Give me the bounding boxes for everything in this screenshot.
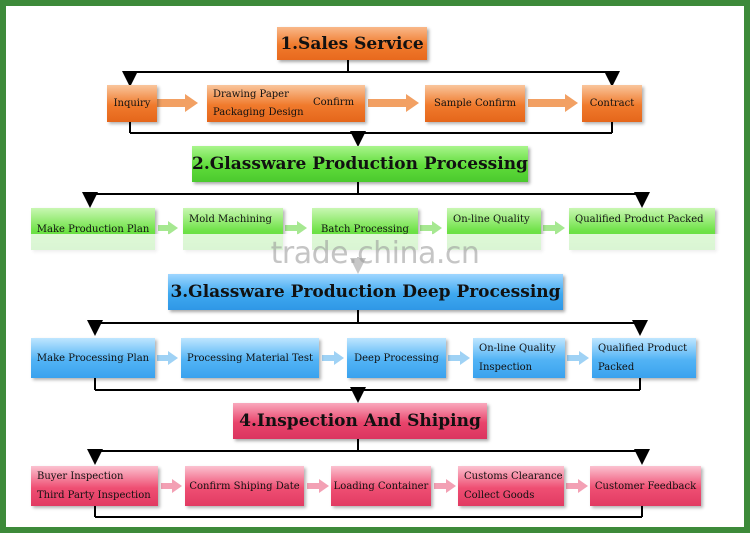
step-deep-processing: Deep Processing [347, 338, 446, 378]
step-label: Confirm Shiping Date [189, 480, 300, 492]
step-label: Qualified Product Packed [575, 214, 704, 225]
step-label: Third Party Inspection [37, 490, 151, 501]
step-sample-confirm: Sample Confirm [425, 85, 525, 122]
step-contract: Contract [582, 85, 642, 122]
flow-arrow [448, 351, 470, 365]
flow-arrow [434, 479, 456, 493]
step-label: On-line Quality [479, 343, 556, 354]
flow-arrow [161, 479, 182, 493]
flow-arrow [368, 94, 419, 112]
flow-arrow [322, 351, 344, 365]
step-label: Mold Machining [189, 214, 272, 225]
step-label: Contract [589, 98, 635, 109]
flow-arrow [543, 221, 565, 235]
section-2-title: 2.Glassware Production Processing [192, 146, 528, 182]
section-4-title: 4.Inspection And Shiping [233, 403, 487, 439]
flow-arrow [566, 479, 588, 493]
flow-arrow [157, 351, 178, 365]
flow-arrow [307, 479, 329, 493]
step-label: Deep Processing [354, 352, 439, 364]
step-qualified-product-packed-2: Qualified Product Packed [592, 338, 696, 378]
flow-arrow [420, 221, 442, 235]
step-confirm-shiping-date: Confirm Shiping Date [185, 466, 304, 506]
flow-arrow [285, 221, 307, 235]
step-label: Inspection [479, 362, 533, 373]
step-label: Qualified Product [598, 343, 688, 354]
flow-arrows [157, 94, 589, 493]
watermark-band [6, 234, 744, 274]
step-inquiry: Inquiry [107, 85, 157, 122]
step-buyer-inspection: Buyer Inspection Third Party Inspection [31, 466, 158, 506]
step-drawing-confirm: Drawing Paper Packaging Design Confirm [207, 85, 365, 122]
step-processing-material-test: Processing Material Test [181, 338, 319, 378]
step-label: Customer Feedback [594, 480, 697, 492]
step-label: Inquiry [113, 98, 151, 109]
step-label: Buyer Inspection [37, 471, 124, 482]
step-label: Batch Processing [321, 223, 409, 235]
step-customer-feedback: Customer Feedback [590, 466, 701, 506]
watermark: trade.china.cn [270, 236, 480, 271]
step-label: Packaging Design [213, 106, 304, 118]
flow-arrow [158, 221, 178, 235]
step-loading-container: Loading Container [331, 466, 431, 506]
flow-arrow [157, 94, 198, 112]
step-online-quality-inspection: On-line Quality Inspection [473, 338, 565, 378]
step-label: Make Production Plan [36, 223, 150, 235]
step-label: On-line Quality [453, 214, 530, 225]
step-label: Loading Container [333, 480, 429, 492]
step-label: Drawing Paper [213, 88, 289, 100]
section-1-title: 1.Sales Service [277, 27, 427, 60]
step-label: Collect Goods [464, 490, 535, 501]
step-label-extra: Confirm [313, 97, 355, 108]
flow-arrow [567, 351, 589, 365]
step-label: Packed [598, 362, 635, 373]
step-label: Customs Clearance [464, 471, 563, 482]
section-3-title: 3.Glassware Production Deep Processing [168, 274, 563, 310]
step-label: Make Processing Plan [36, 352, 150, 364]
step-customs-clearance: Customs Clearance Collect Goods [458, 466, 564, 506]
flow-arrow [528, 94, 578, 112]
step-label: Processing Material Test [187, 352, 313, 364]
step-make-processing-plan: Make Processing Plan [31, 338, 155, 378]
step-label: Sample Confirm [433, 98, 517, 109]
